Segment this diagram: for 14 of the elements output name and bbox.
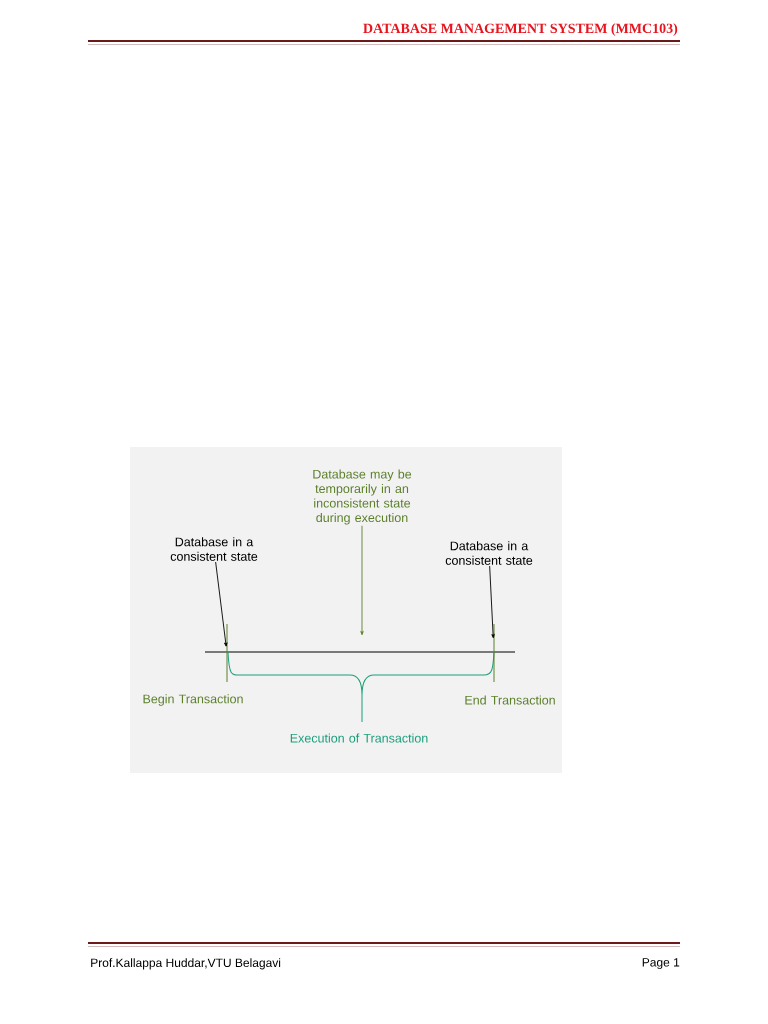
arrow <box>489 565 495 639</box>
page-number: Page 1 <box>642 958 680 969</box>
arrow <box>360 525 364 636</box>
label-text: Database in a consistent state <box>445 541 533 565</box>
arrow <box>215 561 228 647</box>
label-text: End Transaction <box>465 695 555 705</box>
label-text: Database may be temporarily in an inconsistent state during execution <box>313 469 412 525</box>
label-text: Execution of Transaction <box>290 733 428 743</box>
page-header: DATABASE MANAGEMENT SYSTEM (MMC103) <box>363 23 678 36</box>
label-text: Database in a consistent state <box>170 537 258 561</box>
tick-mark <box>226 624 228 682</box>
tick-mark <box>493 624 495 682</box>
page-footer: Prof.Kallappa Huddar,VTU Belagavi <box>91 958 281 970</box>
label-text: Begin Transaction <box>143 694 243 706</box>
